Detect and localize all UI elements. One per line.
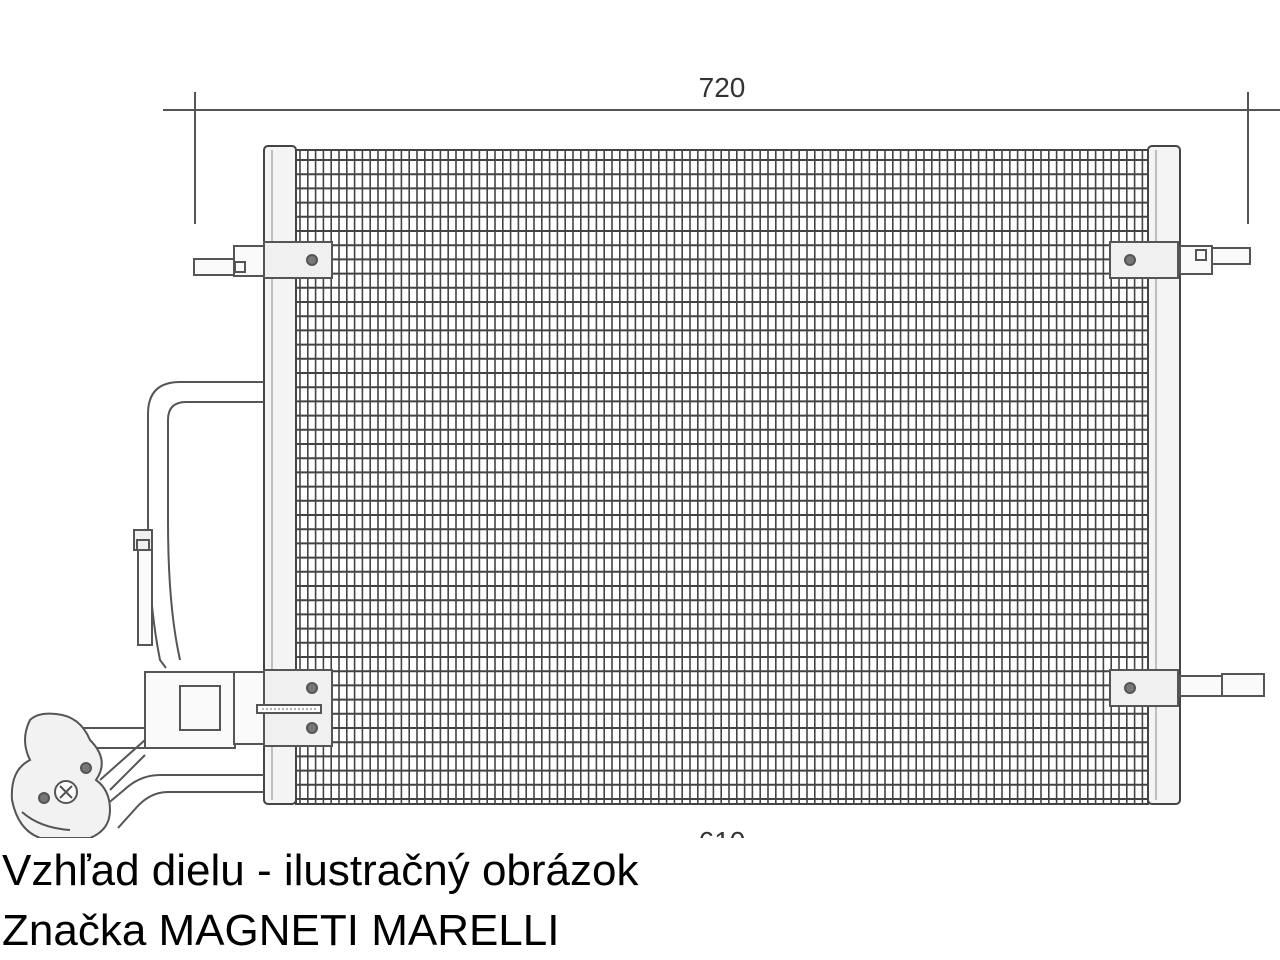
mounting-bracket-bottom-right xyxy=(1109,669,1265,707)
pipe-flange xyxy=(10,712,112,838)
outlet-connector-block xyxy=(144,669,333,749)
inlet-pipe xyxy=(133,381,264,669)
condenser-core xyxy=(296,150,1148,804)
caption-illustration-note: Vzhľad dielu - ilustračný obrázok xyxy=(2,846,639,895)
condenser-drawing: 720 xyxy=(10,72,1280,840)
mounting-bracket-top-right xyxy=(1109,241,1251,279)
dimension-label-bottom: 610 xyxy=(699,826,746,840)
mounting-bracket-top-left xyxy=(193,241,333,279)
dimension-line-top: 720 xyxy=(163,72,1280,224)
caption-brand: Značka MAGNETI MARELLI xyxy=(2,906,560,955)
dimension-label-top: 720 xyxy=(699,72,746,103)
